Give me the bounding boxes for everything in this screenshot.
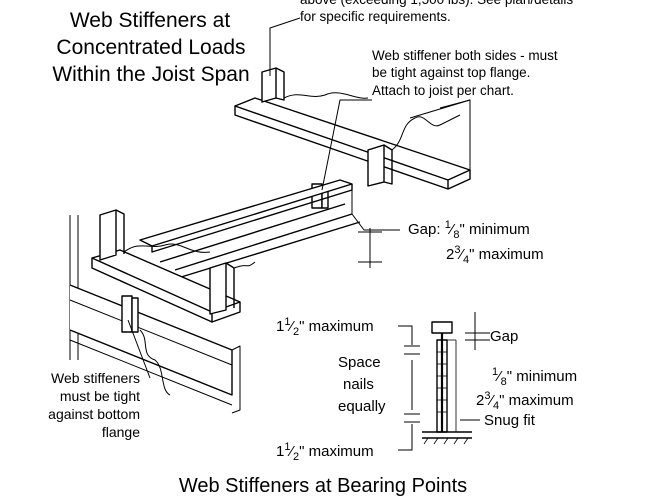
- bottom-note-3: against bottom: [48, 406, 140, 422]
- gap-label: Gap: 1⁄8" minimum: [408, 219, 530, 241]
- note-both-sides-3: Attach to joist per chart.: [372, 83, 514, 98]
- space-nails-1: Space: [338, 354, 381, 371]
- space-nails-3: equally: [338, 398, 386, 415]
- note-both-sides-2: be tight against top flange.: [372, 65, 531, 80]
- snug-fit-label: Snug fit: [484, 412, 535, 429]
- detail-min-label: 1⁄8" minimum: [492, 366, 578, 388]
- title-concentrated-2: Concentrated Loads: [56, 36, 246, 59]
- note-top-2: for specific requirements.: [300, 9, 451, 24]
- title-concentrated-1: Web Stiffeners at: [69, 9, 231, 32]
- upper-joist: [234, 67, 471, 209]
- bottom-note-4: flange: [101, 424, 140, 440]
- note-top-1: above (exceeding 1,500 lbs). See plan/de…: [300, 0, 573, 8]
- detail-gap-label: Gap: [490, 328, 519, 345]
- title-bearing-points: Web Stiffeners at Bearing Points: [178, 475, 468, 497]
- note-both-sides-1: Web stiffener both sides - must: [372, 48, 558, 63]
- main-i-joist: [139, 179, 361, 279]
- lower-joist: [69, 209, 256, 414]
- space-nails-2: nails: [343, 376, 374, 393]
- bottom-max-label: 11⁄2" maximum: [276, 441, 374, 463]
- bottom-note-2: must be tight: [59, 388, 140, 404]
- gap-max-label: 23⁄4" maximum: [446, 244, 544, 266]
- leader-lines: [127, 17, 400, 379]
- bottom-note-1: Web stiffeners: [51, 370, 140, 386]
- title-concentrated-3: Within the Joist Span: [52, 63, 250, 86]
- top-max-label: 11⁄2" maximum: [276, 316, 374, 338]
- detail-section: [398, 312, 490, 451]
- detail-max-label: 23⁄4" maximum: [476, 390, 574, 412]
